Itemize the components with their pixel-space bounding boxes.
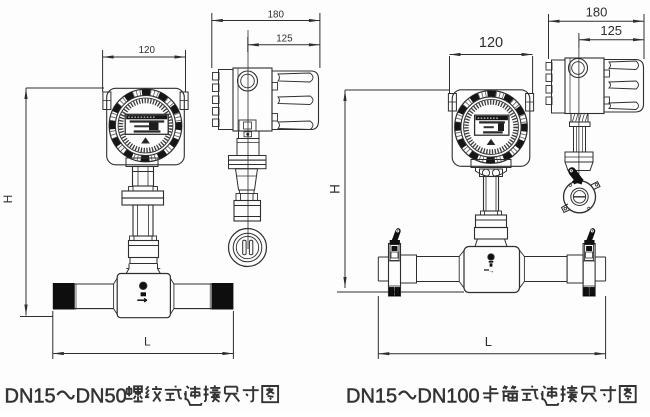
svg-text:120: 120 [139, 45, 156, 56]
svg-text:180: 180 [586, 5, 608, 20]
svg-text:120: 120 [479, 35, 503, 51]
svg-text:125: 125 [276, 33, 293, 44]
svg-text:→: → [488, 268, 495, 275]
svg-text:DN15: DN15 [5, 386, 56, 408]
svg-text:L: L [485, 334, 492, 349]
svg-text:DN100: DN100 [417, 386, 479, 408]
svg-text:H: H [1, 195, 15, 204]
svg-text:125: 125 [600, 23, 622, 38]
svg-text:L: L [144, 335, 151, 349]
svg-text:DN50: DN50 [76, 386, 127, 408]
svg-text:H: H [328, 184, 343, 194]
svg-text:DN15: DN15 [346, 386, 397, 408]
svg-text:180: 180 [268, 9, 285, 20]
